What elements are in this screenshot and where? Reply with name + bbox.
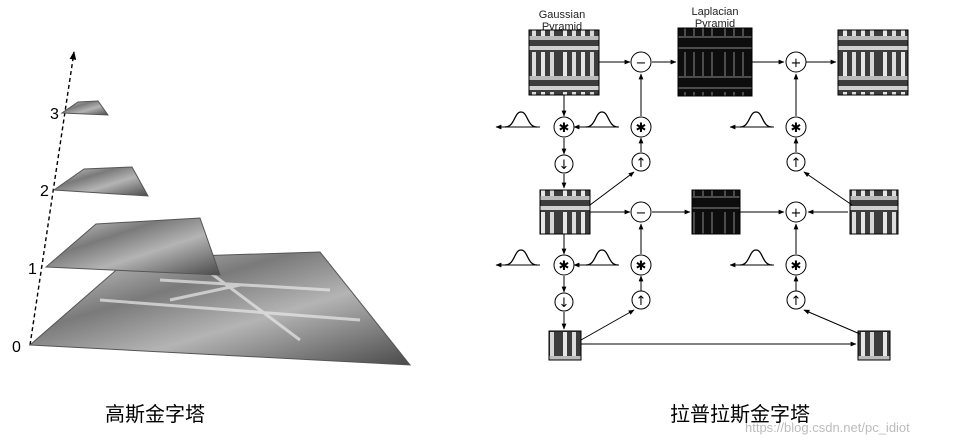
gaussian-kernel-icon: [739, 111, 773, 128]
downsample-operator: ↓: [559, 158, 570, 173]
convolve-operator: ✱: [791, 259, 802, 274]
gaussian-level-2-copy-image: [857, 330, 891, 361]
gaussian-level-0-image: [528, 29, 600, 96]
gaussian-pyramid-stack: 0 1 2 3: [12, 51, 412, 366]
gaussian-pyramid-label-line1: Gaussian: [539, 9, 585, 21]
watermark-text: https://blog.csdn.net/pc_idiot: [745, 420, 910, 435]
level-label-0: 0: [12, 339, 21, 356]
laplacian-pyramid-diagram: Gaussian Pyramid Laplacian Pyramid: [495, 6, 910, 435]
level-label-3: 3: [50, 106, 59, 123]
convolve-operator: ✱: [636, 121, 647, 136]
reconstructed-level-0-image: [837, 29, 909, 96]
level-0-texture: [99, 263, 361, 342]
reconstructed-level-1-image: [849, 189, 899, 235]
gaussian-kernel-icon: [504, 111, 538, 128]
convolve-operator: ✱: [791, 121, 802, 136]
laplacian-pyramid-caption: 拉普拉斯金字塔: [670, 402, 810, 426]
gaussian-level-2-image: [548, 330, 582, 361]
level-label-2: 2: [40, 183, 49, 200]
convolve-operator: ✱: [636, 259, 647, 274]
subtract-operator: −: [636, 56, 647, 71]
gaussian-kernel-icons: [504, 111, 773, 266]
level-label-1: 1: [28, 261, 37, 278]
upsample-operator: ↑: [636, 294, 647, 309]
convolve-operator: ✱: [559, 259, 570, 274]
upsample-operator: ↑: [791, 294, 802, 309]
gaussian-level-1-image: [539, 189, 591, 235]
pyramid-level-1-image: [44, 217, 221, 276]
gaussian-kernel-icon: [739, 249, 773, 266]
add-operator: +: [791, 206, 802, 221]
gaussian-kernel-icon: [504, 249, 538, 266]
downsample-operator: ↓: [559, 296, 570, 311]
convolve-operator: ✱: [559, 121, 570, 136]
laplacian-pyramid-label-line2: Pyramid: [695, 18, 735, 30]
gaussian-pyramid-caption: 高斯金字塔: [105, 402, 205, 426]
operator-nodes: [553, 51, 807, 312]
level-axis: [29, 51, 77, 346]
gaussian-kernel-icon: [585, 111, 619, 128]
flow-arrows: [495, 59, 861, 347]
pyramid-level-2-image: [52, 166, 149, 197]
pyramid-level-3-image: [60, 100, 110, 116]
gaussian-kernel-icon: [585, 249, 619, 266]
subtract-operator: −: [636, 206, 647, 221]
laplacian-level-1-image: [691, 189, 741, 235]
upsample-operator: ↑: [791, 156, 802, 171]
laplacian-level-0-image: [677, 27, 753, 97]
laplacian-pyramid-label-line1: Laplacian: [691, 6, 738, 18]
upsample-operator: ↑: [636, 156, 647, 171]
add-operator: +: [791, 56, 802, 71]
